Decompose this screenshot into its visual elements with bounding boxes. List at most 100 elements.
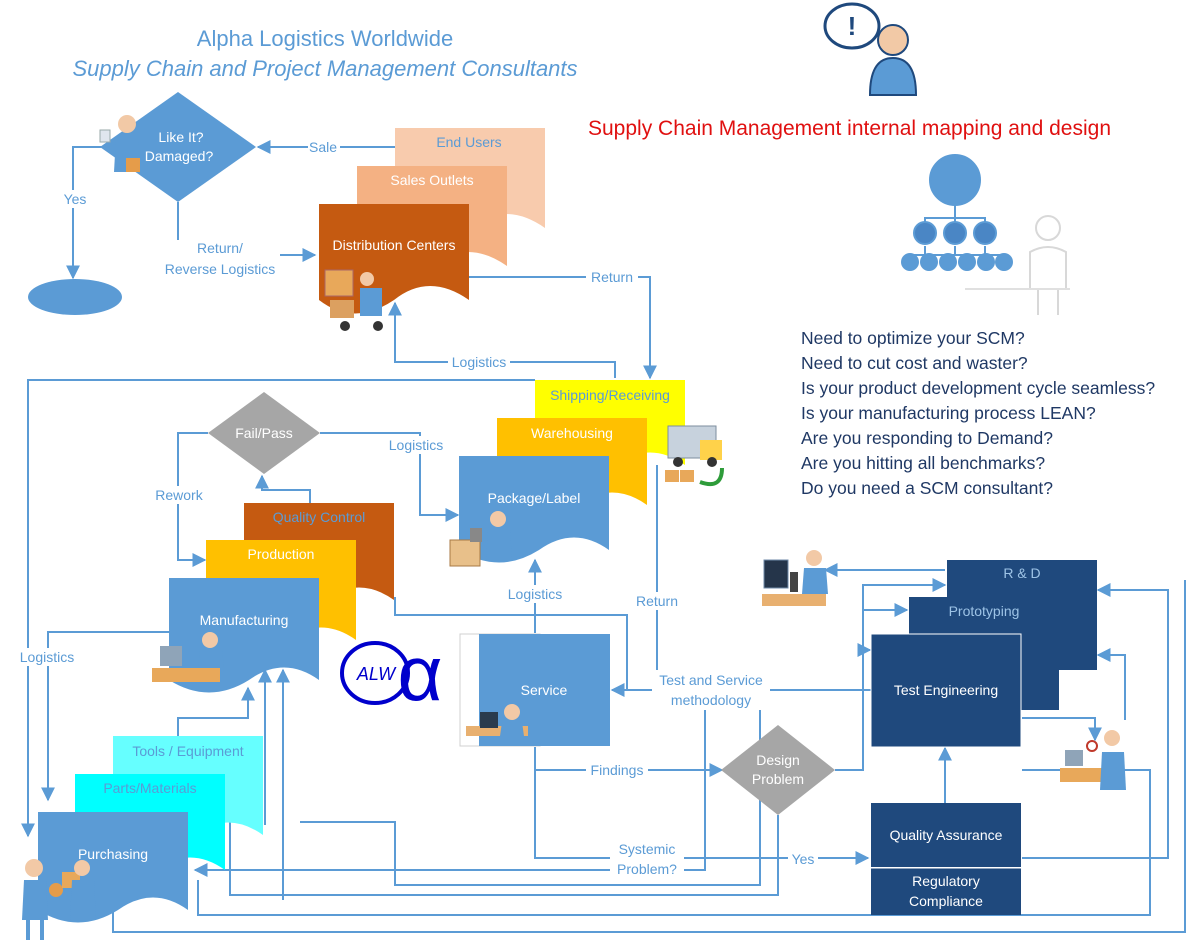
like-it-label: Like It? bbox=[158, 129, 203, 145]
label-logistics-left: Logistics bbox=[20, 649, 74, 665]
edge-bottom-left bbox=[229, 818, 779, 896]
label-systemic: Systemic bbox=[619, 841, 676, 857]
edge-return-top bbox=[468, 276, 657, 380]
label-yes-left: Yes bbox=[64, 191, 87, 207]
question-item: Is your manufacturing process LEAN? bbox=[801, 403, 1096, 423]
like-it-decision: Like It? Damaged? bbox=[100, 92, 256, 202]
label-test-service: Test and Service bbox=[659, 672, 763, 688]
question-item: Need to cut cost and waster? bbox=[801, 353, 1028, 373]
label-rework: Rework bbox=[155, 487, 203, 503]
terminal-shape bbox=[28, 279, 122, 315]
label-return: Reverse Logistics bbox=[165, 261, 276, 277]
edge-bottom-manufacturing bbox=[300, 690, 761, 886]
purchasing-label: Purchasing bbox=[78, 846, 148, 862]
production-label: Production bbox=[248, 546, 315, 562]
question-person-icon: ! bbox=[823, 2, 918, 96]
package-label-doc bbox=[459, 456, 609, 563]
researcher-icon bbox=[762, 550, 828, 606]
logo-symbol: α bbox=[397, 629, 442, 717]
sales-outlets-label: Sales Outlets bbox=[390, 172, 473, 188]
edge-right-loop3 bbox=[1022, 717, 1102, 742]
question-item: Do you need a SCM consultant? bbox=[801, 478, 1053, 498]
logo-ring bbox=[340, 641, 410, 705]
test-engineering-box bbox=[870, 633, 1022, 748]
label-logistics-mid: Logistics bbox=[389, 437, 443, 453]
question-item: Are you responding to Demand? bbox=[801, 428, 1053, 448]
company-name: Alpha Logistics Worldwide bbox=[196, 26, 454, 51]
service-label: Service bbox=[521, 682, 568, 698]
package-label-label: Package/Label bbox=[488, 490, 581, 506]
regulatory-box bbox=[871, 868, 1021, 915]
edge-shipping-left bbox=[21, 379, 535, 838]
connector-lines bbox=[21, 140, 1186, 933]
regulatory-label: Compliance bbox=[909, 893, 983, 909]
label-return-top: Return bbox=[591, 269, 633, 285]
parts-materials-label: Parts/Materials bbox=[103, 780, 196, 796]
label-findings: Findings bbox=[591, 762, 644, 778]
label-test-service: methodology bbox=[671, 692, 751, 708]
label-logistics-top: Logistics bbox=[452, 354, 506, 370]
distribution-centers-label: Distribution Centers bbox=[333, 237, 456, 253]
packer-person-icon bbox=[449, 511, 512, 567]
edge-qc-service bbox=[394, 597, 628, 690]
edge-design-purchasing bbox=[193, 700, 706, 877]
purchasing-stack: Tools / Equipment Parts/Materials Purcha… bbox=[38, 736, 263, 923]
design-problem-diamond bbox=[721, 725, 835, 815]
r-and-d-label: R & D bbox=[1003, 565, 1040, 581]
quality-assurance-label: Quality Assurance bbox=[890, 827, 1003, 843]
org-chart-icon bbox=[901, 154, 1070, 315]
inspector-person-icon bbox=[99, 115, 140, 172]
edge-right-loop5 bbox=[112, 580, 1186, 933]
tools-equipment-label: Tools / Equipment bbox=[132, 743, 243, 759]
label-yes-bottom: Yes bbox=[792, 851, 815, 867]
alw-logo: α ALW bbox=[340, 629, 443, 717]
fail-pass-decision: Fail/Pass bbox=[208, 392, 320, 474]
engineering-stack: R & D Prototyping Test Engineering bbox=[870, 560, 1097, 748]
like-it-label: Damaged? bbox=[145, 148, 214, 164]
svg-text:!: ! bbox=[848, 11, 857, 41]
shipping-receiving-label: Shipping/Receiving bbox=[550, 387, 670, 403]
manufacturing-label: Manufacturing bbox=[200, 612, 289, 628]
shipping-stack: Shipping/Receiving Warehousing Package/L… bbox=[459, 380, 685, 563]
question-list: Need to optimize your SCM? Need to cut c… bbox=[801, 326, 1155, 501]
edge-right-loop2 bbox=[1096, 648, 1126, 720]
edge-labels: Sale Yes Return/ Reverse Logistics Retur… bbox=[15, 138, 818, 880]
logo-text: ALW bbox=[356, 664, 397, 684]
forklift-icon bbox=[324, 269, 383, 331]
edge-qc-failpass bbox=[255, 474, 311, 503]
qa-inspector-icon bbox=[1060, 730, 1126, 790]
quality-assurance-box bbox=[871, 803, 1021, 867]
end-users-label: End Users bbox=[436, 134, 501, 150]
label-return: Return/ bbox=[197, 240, 243, 256]
service-agent-icon bbox=[466, 704, 528, 736]
design-problem-label: Design bbox=[756, 752, 800, 768]
distribution-stack: End Users Sales Outlets Distribution Cen… bbox=[319, 128, 545, 314]
assembly-worker-icon bbox=[152, 632, 224, 682]
edge-tools-manufacturing bbox=[177, 686, 255, 740]
question-item: Is your product development cycle seamle… bbox=[801, 378, 1156, 398]
edge-return-service bbox=[610, 465, 658, 697]
fail-pass-diamond bbox=[208, 392, 320, 474]
label-sale: Sale bbox=[309, 139, 337, 155]
delivery-truck-icon bbox=[665, 425, 724, 487]
fail-pass-label: Fail/Pass bbox=[235, 425, 293, 441]
regulatory-label: Regulatory bbox=[912, 873, 980, 889]
quality-assurance-block: Quality Assurance Regulatory Compliance bbox=[871, 803, 1021, 915]
design-problem-label: Problem bbox=[752, 771, 804, 787]
edge-design-test bbox=[835, 578, 947, 771]
label-logistics-service: Logistics bbox=[508, 586, 562, 602]
warehousing-label: Warehousing bbox=[531, 425, 613, 441]
question-item: Need to optimize your SCM? bbox=[801, 328, 1025, 348]
question-item: Are you hitting all benchmarks? bbox=[801, 453, 1046, 473]
label-return-service: Return bbox=[636, 593, 678, 609]
purchasing-person-icon bbox=[22, 859, 96, 940]
purchasing-doc bbox=[38, 812, 188, 923]
edge-logistics-left bbox=[41, 631, 170, 802]
design-problem-decision: Design Problem bbox=[721, 725, 835, 815]
prototyping-label: Prototyping bbox=[949, 603, 1020, 619]
mapping-title: Supply Chain Management internal mapping… bbox=[588, 117, 1112, 140]
edge-logistics-mid bbox=[320, 432, 460, 522]
like-it-diamond bbox=[100, 92, 256, 202]
distribution-centers-doc bbox=[319, 204, 469, 314]
